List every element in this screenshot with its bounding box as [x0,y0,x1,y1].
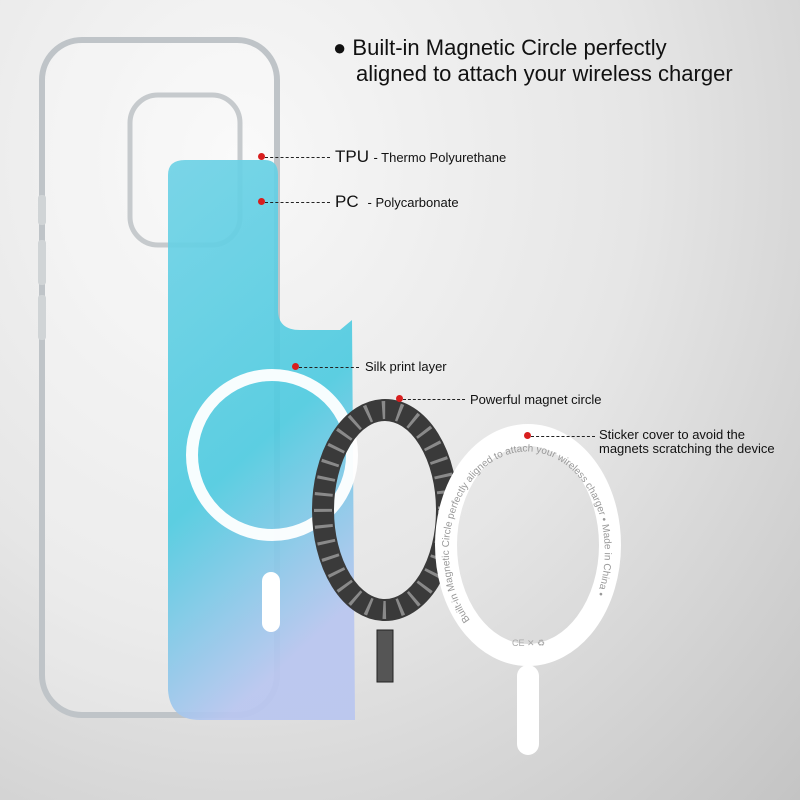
silk-leader [299,367,359,368]
headline-line2: aligned to attach your wireless charger [356,61,733,86]
sticker-leader [531,436,595,437]
tpu-label: TPU - Thermo Polyurethane [335,147,507,166]
tpu-leader [265,157,330,158]
pc-label: PC - Polycarbonate [335,192,459,211]
pc-marker [258,198,265,205]
side-button [38,195,46,225]
certification-marks: CE ✕ ♻ [512,638,545,648]
magnet-label: Powerful magnet circle [470,392,602,407]
silk-print-pill [262,572,280,632]
side-button [38,295,46,340]
tpu-marker [258,153,265,160]
headline-line1: Built-in Magnetic Circle perfectly [352,35,667,60]
magnet-marker [396,395,403,402]
sticker-pill [517,665,539,755]
magnet-leader [403,399,465,400]
bullet: ● [333,35,347,60]
sticker-marker [524,432,531,439]
silk-print-ring [186,369,358,541]
side-button [38,240,46,285]
pc-back-plate [168,160,355,720]
pc-leader [265,202,330,203]
magnet-bar [376,629,394,683]
sticker-ring [435,424,621,666]
silk-marker [292,363,299,370]
headline: ● Built-in Magnetic Circle perfectly [333,35,667,61]
silk-label: Silk print layer [365,359,447,374]
